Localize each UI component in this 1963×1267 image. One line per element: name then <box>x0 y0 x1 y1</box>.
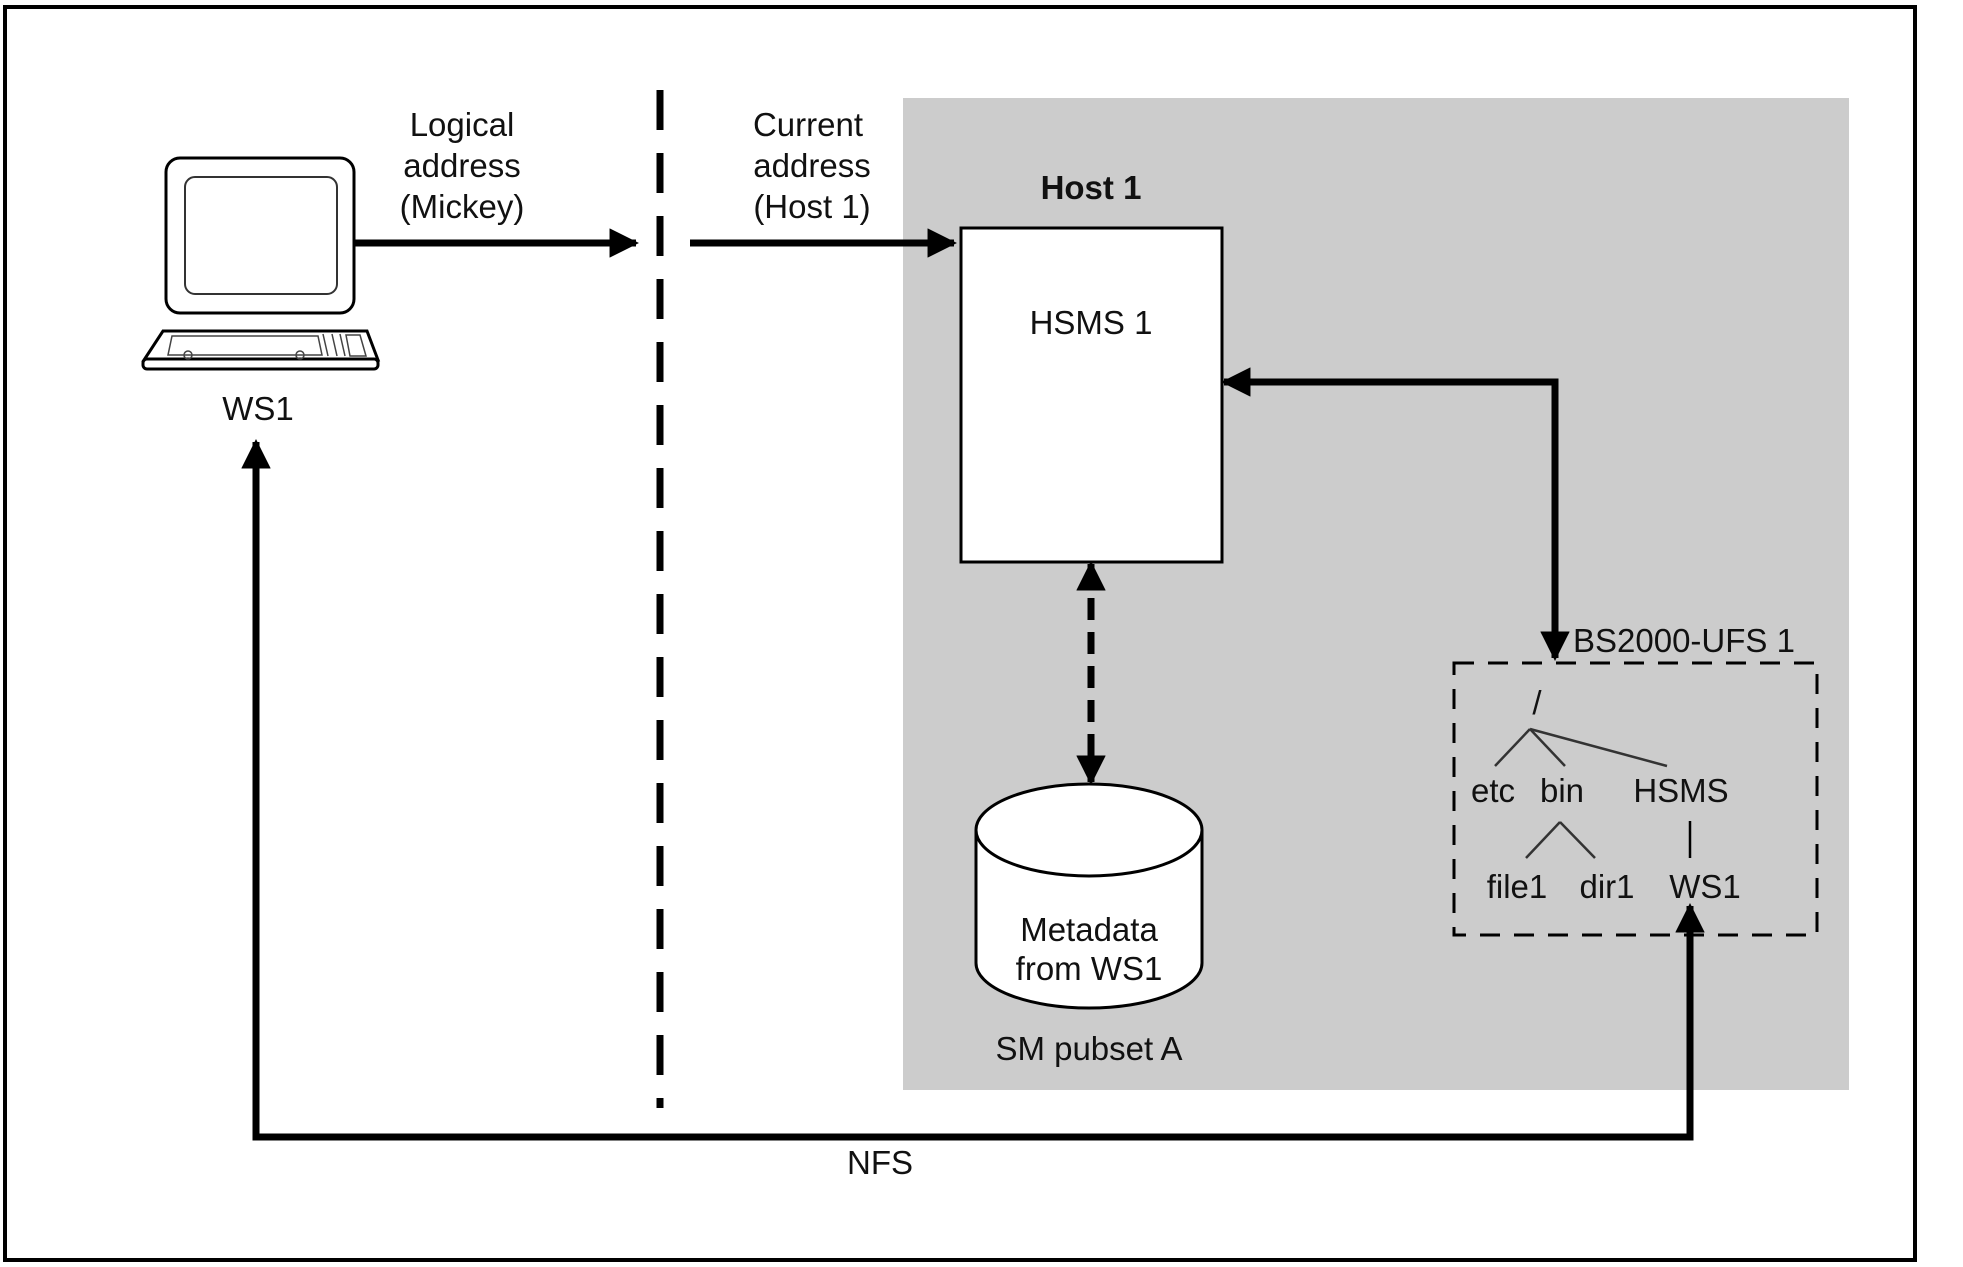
tree-root: / <box>1532 684 1542 721</box>
tree-node-file1: file1 <box>1487 868 1548 905</box>
tree-node-hsms: HSMS <box>1633 772 1728 809</box>
host-title: Host 1 <box>1041 169 1142 206</box>
outer-frame <box>3 5 1917 1262</box>
logical-address-label-line-3: (Mickey) <box>400 188 525 225</box>
nfs-connector <box>241 439 1705 1141</box>
tree-node-ws1: WS1 <box>1669 868 1741 905</box>
ufs-title: BS2000-UFS 1 <box>1573 622 1795 659</box>
workstation-label: WS1 <box>222 390 294 427</box>
pubset-label: SM pubset A <box>995 1030 1182 1067</box>
current-address-label-line-3: (Host 1) <box>753 188 870 225</box>
tree-node-dir1: dir1 <box>1579 868 1634 905</box>
tree-node-etc: etc <box>1471 772 1515 809</box>
hsms-label: HSMS 1 <box>1030 304 1153 341</box>
current-address-label-line-1: Current <box>753 106 863 143</box>
pubset-content-line-1: Metadata <box>1020 911 1158 948</box>
tree-node-bin: bin <box>1540 772 1584 809</box>
hsms-box <box>959 226 1224 564</box>
logical-address-label-line-1: Logical <box>410 106 515 143</box>
nfs-label: NFS <box>847 1144 913 1181</box>
computer-terminal-icon <box>141 156 381 371</box>
logical-address-label-line-2: address <box>403 147 520 184</box>
current-address-label-line-2: address <box>753 147 870 184</box>
pubset-content-line-2: from WS1 <box>1016 950 1163 987</box>
